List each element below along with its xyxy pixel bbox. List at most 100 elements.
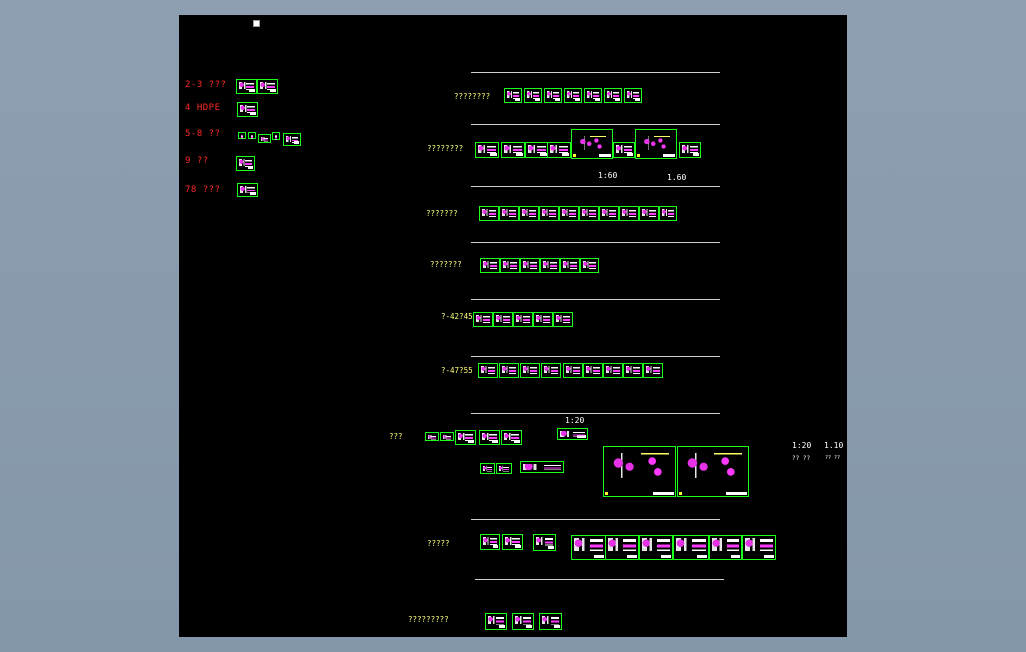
section-label: ??? [389, 432, 403, 441]
drawing-sheet[interactable] [709, 535, 742, 560]
separator-line [471, 72, 720, 73]
side-note: ?? ?? [792, 455, 811, 462]
drawing-sheet[interactable] [493, 312, 513, 327]
drawing-sheet[interactable] [248, 132, 256, 139]
section-label: ??????? [426, 209, 458, 218]
drawing-sheet[interactable] [605, 535, 639, 560]
drawing-sheet[interactable] [473, 312, 493, 327]
drawing-sheet[interactable] [425, 432, 439, 441]
section-label: ??????? [430, 260, 462, 269]
drawing-sheet[interactable] [584, 88, 602, 103]
drawing-sheet[interactable] [639, 535, 673, 560]
drawing-sheet[interactable] [679, 142, 701, 158]
drawing-sheet[interactable] [479, 430, 500, 445]
drawing-sheet[interactable] [599, 206, 619, 221]
drawing-sheet[interactable] [237, 183, 258, 197]
drawing-sheet[interactable] [579, 206, 599, 221]
drawing-sheet[interactable] [603, 363, 623, 378]
drawing-sheet[interactable] [520, 461, 564, 473]
drawing-sheet[interactable] [257, 79, 278, 94]
drawing-sheet[interactable] [480, 258, 500, 273]
drawing-sheet[interactable] [540, 258, 560, 273]
index-label: 2-3 ??? [185, 80, 227, 90]
drawing-sheet[interactable] [501, 430, 522, 445]
drawing-sheet[interactable] [673, 535, 709, 560]
drawing-sheet[interactable] [238, 132, 246, 139]
separator-line [475, 579, 724, 580]
drawing-sheet[interactable] [742, 535, 776, 560]
drawing-sheet[interactable] [236, 156, 255, 171]
drawing-sheet[interactable] [524, 88, 542, 103]
drawing-sheet[interactable] [571, 129, 613, 159]
drawing-sheet[interactable] [237, 102, 258, 117]
drawing-sheet[interactable] [283, 133, 301, 146]
index-label: 4 HDPE [185, 103, 221, 113]
drawing-sheet[interactable] [520, 363, 540, 378]
drawing-sheet[interactable] [499, 363, 519, 378]
drawing-sheet[interactable] [479, 206, 499, 221]
drawing-sheet[interactable] [559, 206, 579, 221]
drawing-sheet[interactable] [643, 363, 663, 378]
drawing-sheet[interactable] [500, 258, 520, 273]
drawing-sheet[interactable] [624, 88, 642, 103]
section-label: ???????? [427, 144, 464, 153]
separator-line [471, 519, 720, 520]
separator-line [471, 356, 720, 357]
section-label: ???????? [454, 92, 491, 101]
drawing-sheet[interactable] [501, 142, 525, 158]
drawing-sheet[interactable] [440, 432, 454, 441]
separator-line [471, 413, 720, 414]
drawing-sheet[interactable] [583, 363, 603, 378]
drawing-sheet[interactable] [547, 142, 571, 158]
drawing-canvas[interactable]: 2-3 ??? 4 HDPE 5-8 ?? 9 ?? 78 ??? ??????… [179, 15, 847, 637]
drawing-sheet[interactable] [580, 258, 599, 273]
drawing-sheet[interactable] [496, 463, 512, 474]
drawing-sheet[interactable] [571, 535, 606, 560]
scale-label: 1:20 [565, 416, 585, 425]
drawing-sheet[interactable] [499, 206, 519, 221]
drawing-sheet[interactable] [480, 463, 495, 474]
separator-line [471, 299, 720, 300]
ucs-icon [253, 20, 260, 27]
drawing-sheet[interactable] [603, 446, 676, 497]
drawing-sheet[interactable] [475, 142, 499, 158]
drawing-sheet[interactable] [639, 206, 659, 221]
drawing-sheet[interactable] [613, 142, 635, 158]
drawing-sheet[interactable] [563, 363, 583, 378]
drawing-sheet[interactable] [557, 428, 588, 440]
drawing-sheet[interactable] [604, 88, 622, 103]
drawing-sheet[interactable] [272, 132, 280, 140]
scale-label: 1:20 [792, 441, 812, 450]
drawing-sheet[interactable] [519, 206, 539, 221]
drawing-sheet[interactable] [564, 88, 582, 103]
drawing-sheet[interactable] [560, 258, 580, 273]
drawing-sheet[interactable] [659, 206, 677, 221]
drawing-sheet[interactable] [480, 534, 500, 550]
drawing-sheet[interactable] [236, 79, 257, 94]
drawing-sheet[interactable] [525, 142, 549, 158]
drawing-sheet[interactable] [504, 88, 522, 103]
drawing-sheet[interactable] [677, 446, 749, 497]
drawing-sheet[interactable] [485, 613, 507, 630]
drawing-sheet[interactable] [623, 363, 643, 378]
drawing-sheet[interactable] [533, 534, 556, 551]
separator-line [471, 186, 720, 187]
drawing-sheet[interactable] [513, 312, 533, 327]
drawing-sheet[interactable] [541, 363, 561, 378]
drawing-sheet[interactable] [544, 88, 562, 103]
drawing-sheet[interactable] [502, 534, 523, 550]
drawing-sheet[interactable] [553, 312, 573, 327]
section-label: ????????? [408, 615, 449, 624]
drawing-sheet[interactable] [520, 258, 540, 273]
drawing-sheet[interactable] [258, 134, 271, 143]
section-label: ????? [427, 539, 450, 548]
drawing-sheet[interactable] [512, 613, 534, 630]
drawing-sheet[interactable] [539, 613, 562, 630]
drawing-sheet[interactable] [533, 312, 553, 327]
drawing-sheet[interactable] [455, 430, 476, 445]
drawing-sheet[interactable] [539, 206, 559, 221]
drawing-sheet[interactable] [619, 206, 639, 221]
drawing-sheet[interactable] [635, 129, 677, 159]
drawing-sheet[interactable] [478, 363, 498, 378]
